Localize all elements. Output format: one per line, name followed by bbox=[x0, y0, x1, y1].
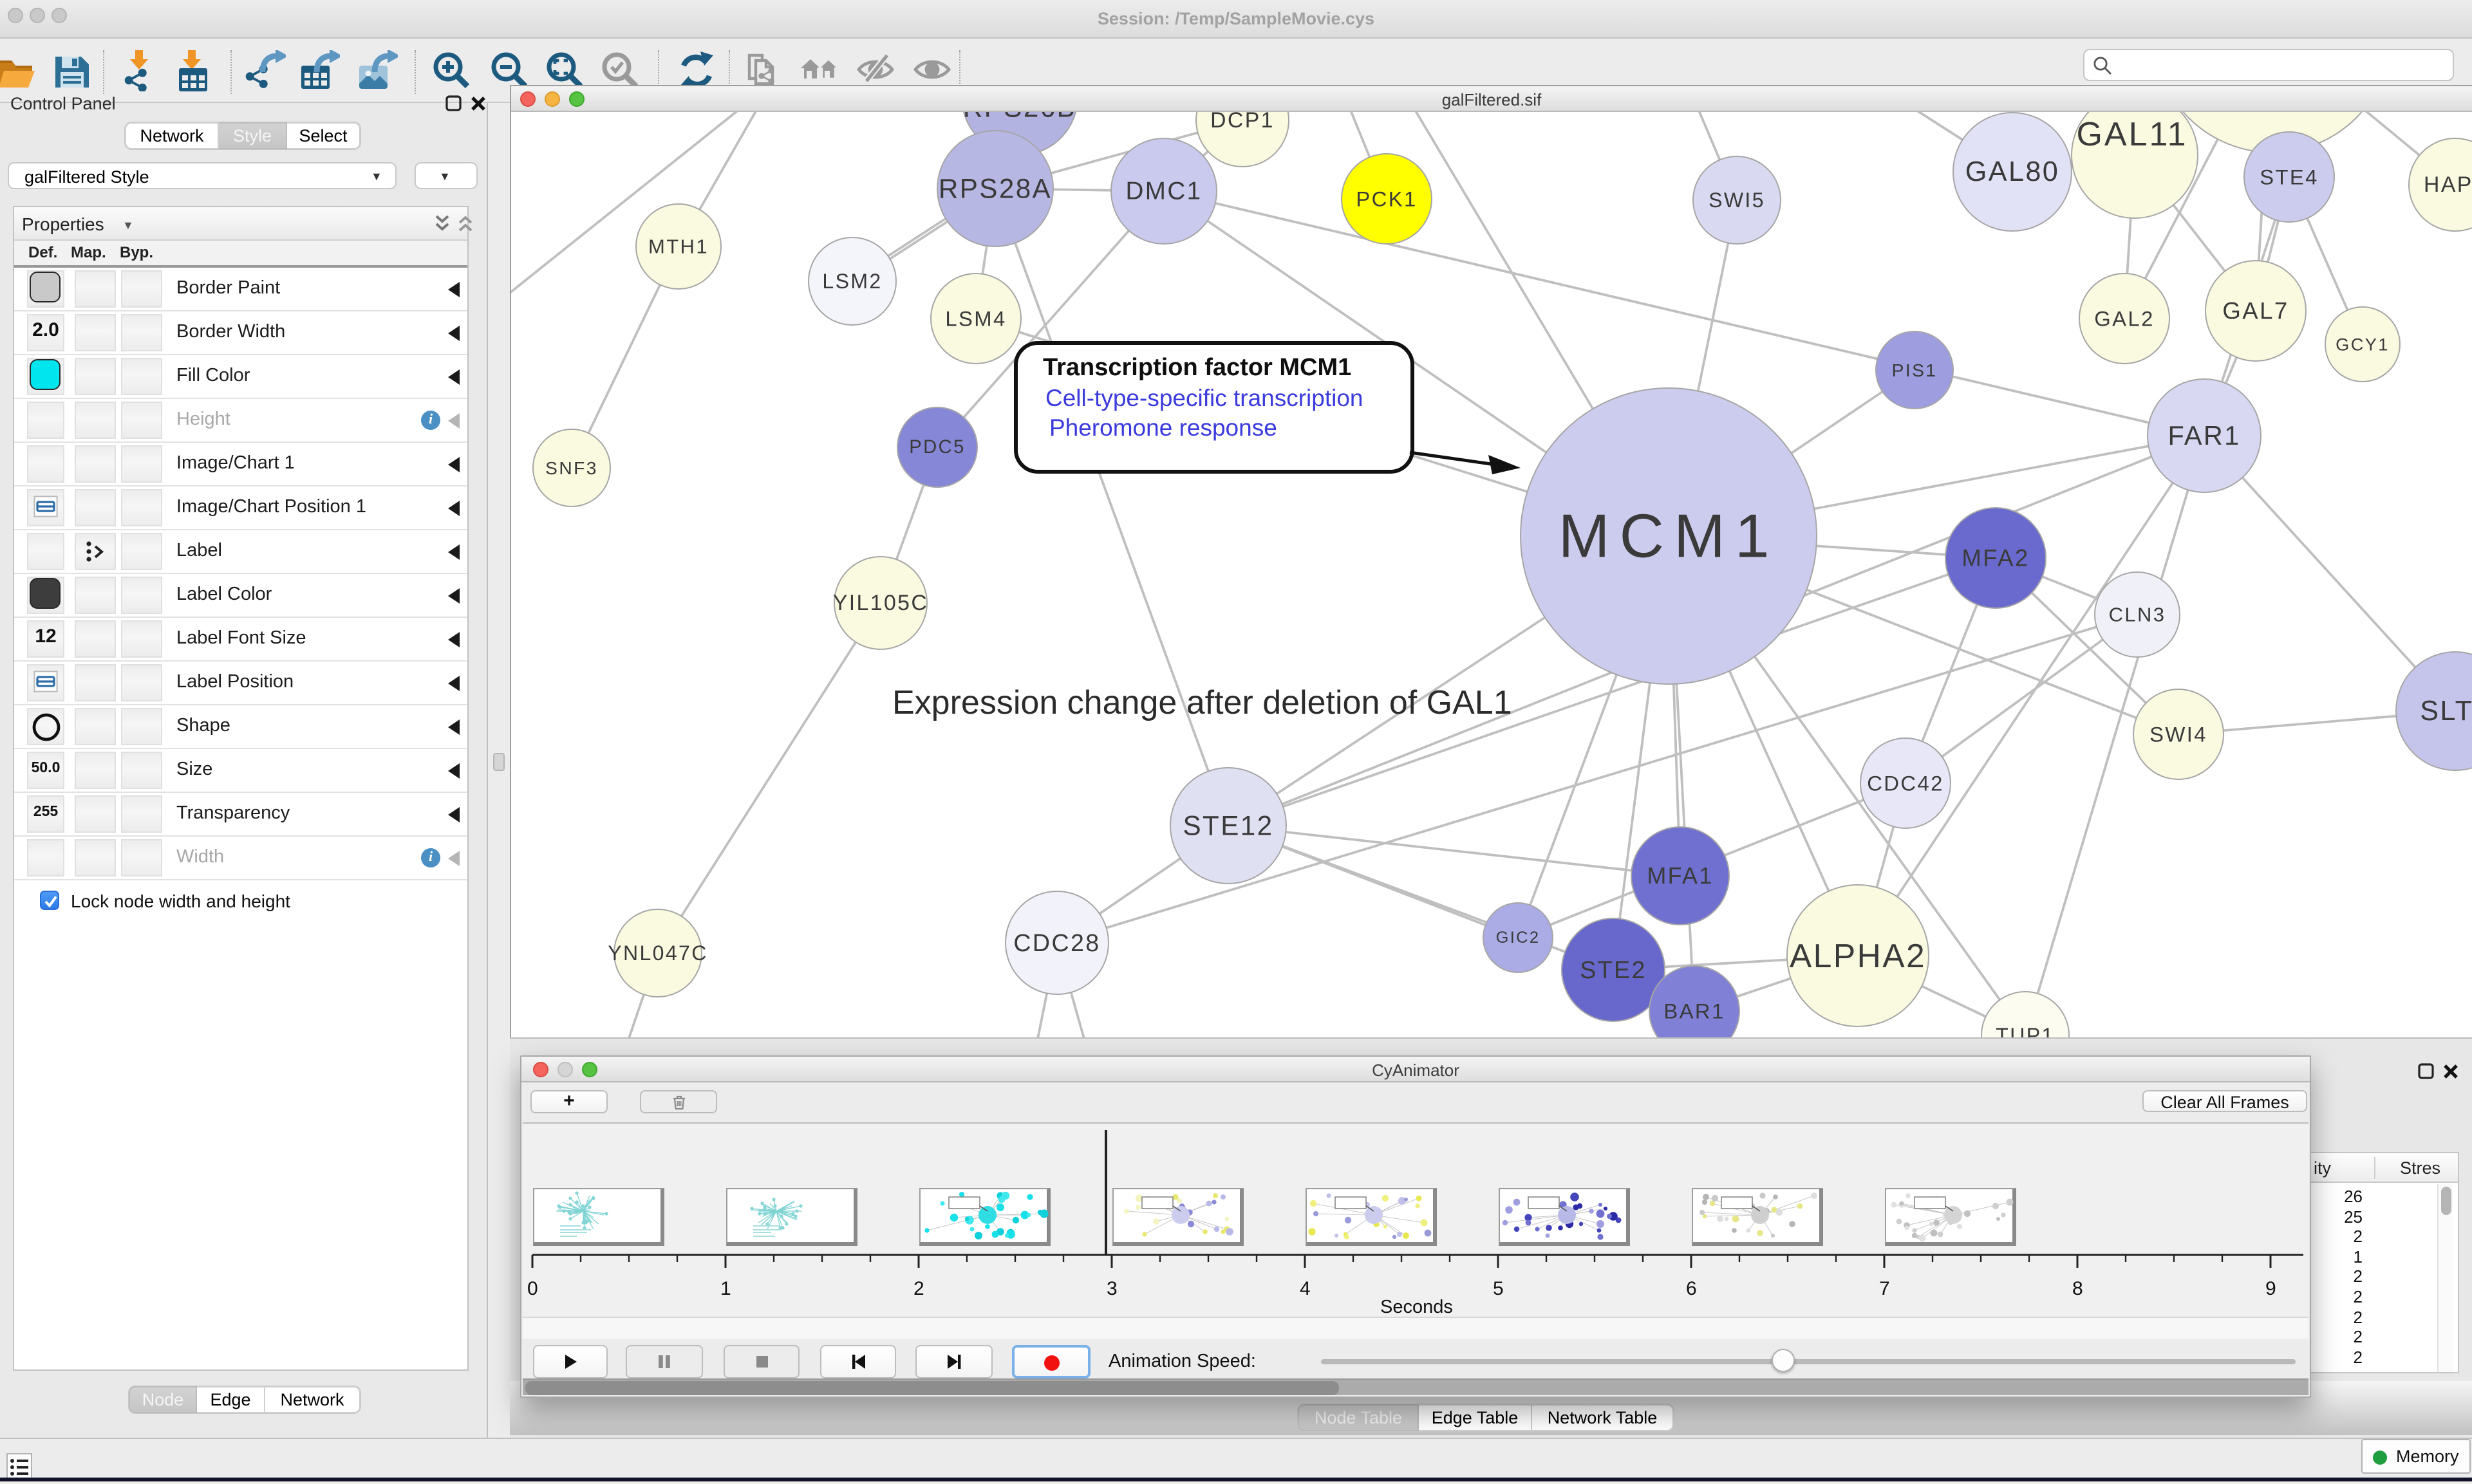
svg-text:PIS1: PIS1 bbox=[1892, 360, 1938, 380]
svg-text:TUP1: TUP1 bbox=[1996, 1024, 2054, 1037]
svg-text:SWI4: SWI4 bbox=[2149, 723, 2207, 747]
svg-text:LSM4: LSM4 bbox=[945, 307, 1006, 331]
svg-text:CDC42: CDC42 bbox=[1867, 772, 1944, 795]
svg-text:PCK1: PCK1 bbox=[1356, 187, 1417, 211]
svg-text:GAL80: GAL80 bbox=[1965, 156, 2059, 187]
svg-text:GAL2: GAL2 bbox=[2094, 307, 2154, 331]
svg-text:STE12: STE12 bbox=[1183, 811, 1274, 841]
svg-text:STE4: STE4 bbox=[2260, 165, 2319, 189]
svg-text:GAL7: GAL7 bbox=[2222, 298, 2289, 324]
svg-text:YNL047C: YNL047C bbox=[608, 941, 708, 965]
svg-text:MFA2: MFA2 bbox=[1962, 545, 2029, 571]
svg-text:LSM2: LSM2 bbox=[822, 270, 882, 293]
svg-text:PDC5: PDC5 bbox=[909, 437, 965, 458]
svg-text:GCY1: GCY1 bbox=[2336, 335, 2390, 355]
svg-text:GAL11: GAL11 bbox=[2076, 116, 2187, 153]
svg-text:YIL105C: YIL105C bbox=[833, 591, 928, 615]
svg-text:DCP1: DCP1 bbox=[1210, 112, 1275, 133]
svg-text:SLT2: SLT2 bbox=[2420, 696, 2472, 727]
svg-text:Transcription factor MCM1: Transcription factor MCM1 bbox=[1043, 354, 1351, 381]
svg-text:STE2: STE2 bbox=[1580, 956, 1647, 983]
svg-text:CLN3: CLN3 bbox=[2109, 604, 2166, 626]
svg-text:DMC1: DMC1 bbox=[1126, 178, 1203, 205]
svg-text:SNF3: SNF3 bbox=[545, 458, 598, 478]
svg-text:FAR1: FAR1 bbox=[2168, 421, 2240, 450]
svg-text:Cell-type-specific transcripti: Cell-type-specific transcription bbox=[1045, 385, 1363, 411]
svg-text:ALPHA2: ALPHA2 bbox=[1790, 937, 1926, 974]
svg-text:CDC28: CDC28 bbox=[1013, 929, 1100, 956]
svg-text:BAR1: BAR1 bbox=[1663, 999, 1725, 1023]
svg-text:RPS26B: RPS26B bbox=[963, 112, 1076, 123]
svg-text:MFA1: MFA1 bbox=[1647, 863, 1713, 889]
svg-text:HAP2: HAP2 bbox=[2424, 172, 2472, 197]
svg-text:Pheromone response: Pheromone response bbox=[1049, 414, 1277, 441]
svg-text:MTH1: MTH1 bbox=[648, 236, 709, 258]
svg-text:RPS28A: RPS28A bbox=[939, 174, 1052, 204]
svg-text:Expression change after deleti: Expression change after deletion of GAL1 bbox=[892, 684, 1512, 721]
svg-text:MCM1: MCM1 bbox=[1559, 502, 1779, 571]
svg-text:GIC2: GIC2 bbox=[1496, 929, 1540, 947]
svg-text:SWI5: SWI5 bbox=[1709, 189, 1765, 212]
